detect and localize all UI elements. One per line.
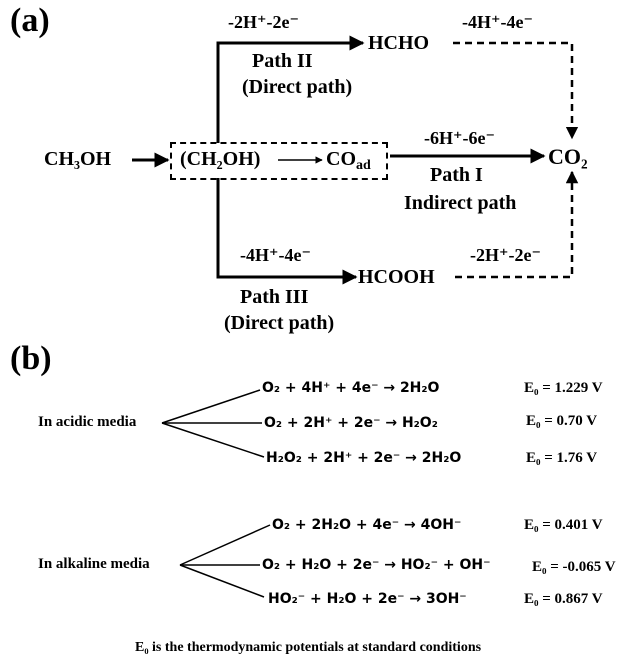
panel-b-label: (b) <box>10 340 52 377</box>
path2-name: Path II <box>252 50 313 72</box>
path3-line <box>216 178 358 285</box>
path2-line <box>216 35 365 143</box>
hcho-label: HCHO <box>368 32 430 54</box>
alkaline-branch-1 <box>179 524 271 566</box>
acidic-pot-3: E₀ = 1.76 V <box>526 450 598 466</box>
acidic-pot-1: E₀ = 1.229 V <box>524 380 603 396</box>
path3-name: Path III <box>240 286 309 308</box>
path3-desc: (Direct path) <box>224 312 335 334</box>
path2-step2: -4H⁺-4e⁻ <box>462 12 533 32</box>
alkaline-branch-3 <box>179 564 265 598</box>
path1-desc: Indirect path <box>404 192 517 214</box>
alkaline-media-label: In alkaline media <box>38 556 150 572</box>
alkaline-eq-1: O₂ + 2H₂O + 4e⁻ → 4OH⁻ <box>272 517 462 533</box>
acidic-eq-2: O₂ + 2H⁺ + 2e⁻ → H₂O₂ <box>264 415 438 431</box>
path1-name: Path I <box>430 164 483 186</box>
footnote: E₀ is the thermodynamic potentials at st… <box>135 640 482 655</box>
panel-a-label: (a) <box>10 2 50 39</box>
path2-dashed <box>453 41 579 140</box>
acidic-branch-1 <box>161 389 261 424</box>
acidic-eq-1: O₂ + 4H⁺ + 4e⁻ → 2H₂O <box>262 380 440 396</box>
acidic-eq-3: H₂O₂ + 2H⁺ + 2e⁻ → 2H₂O <box>266 450 462 466</box>
path1-step: -6H⁺-6e⁻ <box>424 128 495 148</box>
product-co2: CO₂ <box>548 144 588 169</box>
intermediate-ch2oh: (CH₂OH) <box>180 148 261 170</box>
alkaline-eq-2: O₂ + H₂O + 2e⁻ → HO₂⁻ + OH⁻ <box>262 557 491 573</box>
alkaline-eq-3: HO₂⁻ + H₂O + 2e⁻ → 3OH⁻ <box>268 591 467 607</box>
acidic-media-label: In acidic media <box>38 414 137 430</box>
acidic-pot-2: E₀ = 0.70 V <box>526 413 598 429</box>
path2-desc: (Direct path) <box>242 76 353 98</box>
alkaline-pot-2: E₀ = -0.065 V <box>532 559 616 575</box>
hcooh-label: HCOOH <box>358 266 435 288</box>
path2-step1: -2H⁺-2e⁻ <box>228 12 299 32</box>
alkaline-pot-3: E₀ = 0.867 V <box>524 591 603 607</box>
path3-step1: -4H⁺-4e⁻ <box>240 245 311 265</box>
adsorbed-co: COad <box>326 148 371 174</box>
acidic-branch-3 <box>161 422 265 458</box>
reactant-ch3oh: CH₃OH <box>44 148 112 170</box>
path3-step2: -2H⁺-2e⁻ <box>470 245 541 265</box>
intermediate-box <box>170 142 388 180</box>
path3-dashed <box>455 170 579 279</box>
alkaline-pot-1: E₀ = 0.401 V <box>524 517 603 533</box>
